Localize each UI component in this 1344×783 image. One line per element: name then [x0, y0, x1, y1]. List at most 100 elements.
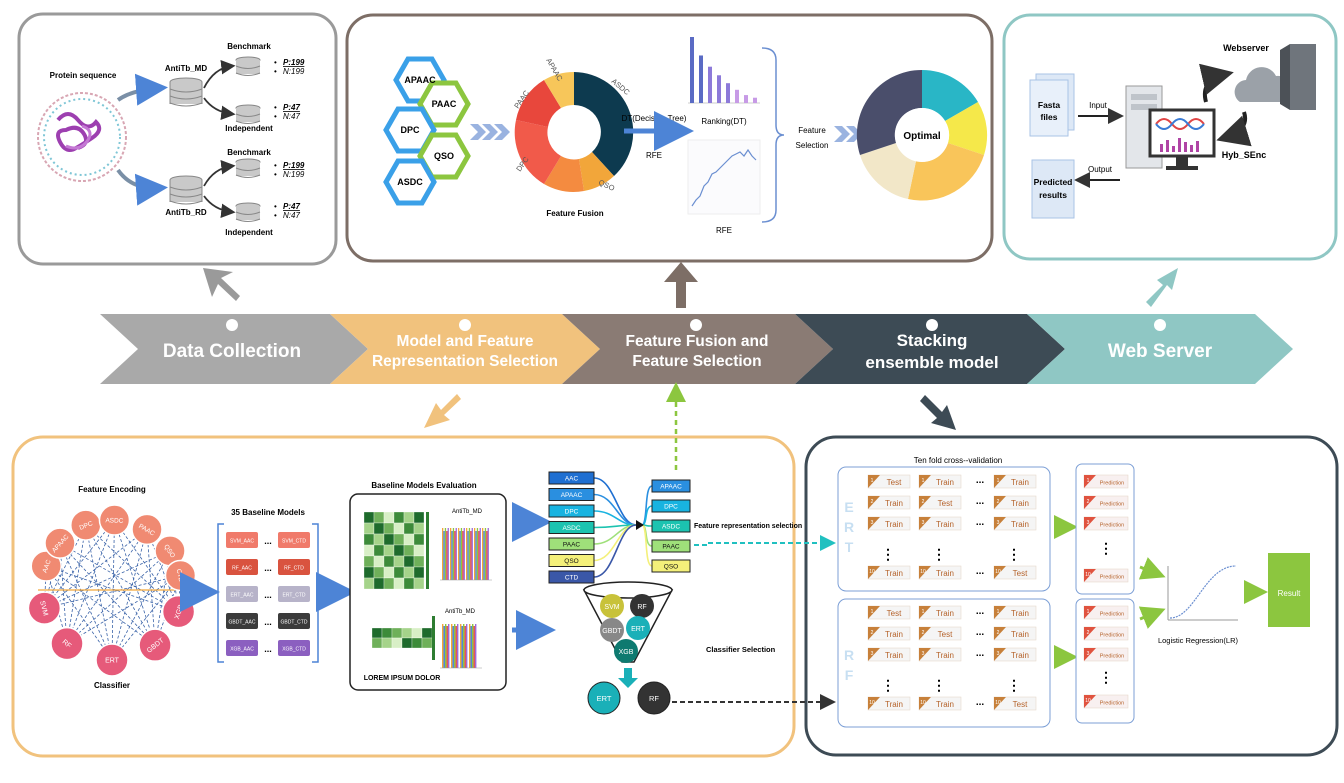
fold-tag-icon	[1084, 496, 1096, 509]
cv-cell-label: Train	[936, 569, 954, 578]
classifier-ball-svm	[600, 594, 624, 618]
bar-mark	[447, 528, 449, 580]
ranking-label: Ranking(DT)	[701, 117, 747, 126]
fold-tag-icon	[994, 627, 1006, 640]
network-edge	[66, 519, 115, 644]
hexagon-dpc	[383, 106, 437, 154]
chart1-title: AntiTb_MD	[452, 509, 483, 515]
feature-box	[651, 539, 691, 553]
network-edge	[46, 565, 179, 613]
bullet: •	[274, 170, 277, 179]
heatmap-cell	[371, 627, 383, 639]
ellipsis: ...	[976, 517, 985, 528]
ellipsis: ...	[264, 617, 272, 627]
predicted-label: results	[1039, 190, 1067, 200]
database-icon	[235, 56, 261, 76]
monitor-icon	[1148, 108, 1216, 158]
feature-box	[548, 471, 595, 485]
fold-number: 2	[871, 499, 874, 505]
dna-icon	[1155, 118, 1205, 130]
branch-arrow	[203, 97, 236, 120]
hexagon-label: QSO	[434, 151, 454, 161]
heatmap-cell	[403, 555, 415, 568]
database-icon	[169, 175, 203, 205]
cv-cell-label: Train	[1011, 651, 1029, 660]
vertical-ellipsis: ⋮	[1007, 546, 1021, 562]
hexagon-label: PAAC	[432, 99, 457, 109]
feature-box-label: PAAC	[662, 544, 680, 551]
cv-cell-label: Train	[885, 651, 903, 660]
prediction-label: Prediction	[1100, 481, 1124, 487]
fold-tag-icon	[919, 697, 931, 710]
bar-mark	[474, 528, 476, 580]
bar-mark	[471, 528, 473, 580]
ranking-bar	[735, 89, 739, 103]
fold-tag-icon	[868, 475, 880, 488]
selected-label: ERT	[597, 694, 612, 703]
bar-mark	[445, 624, 447, 668]
count-n: N:199	[283, 170, 305, 179]
classifier-label: RF	[61, 639, 73, 650]
classifier-label: Classifier	[94, 681, 130, 690]
heatmap-cell	[383, 533, 395, 546]
fold-tag-icon	[868, 627, 880, 640]
heatmap-cell	[373, 511, 385, 524]
protein-ring	[37, 92, 127, 182]
baseline-model-label: ERT_CTD	[283, 593, 306, 599]
fold-number: 1	[997, 478, 1000, 484]
cv-cell-label: Train	[885, 499, 903, 508]
bar-mark	[442, 528, 444, 580]
network-edge	[59, 542, 113, 661]
bar-mark	[464, 626, 466, 668]
prediction-label: Prediction	[1100, 612, 1124, 618]
fold-tag-icon	[994, 475, 1006, 488]
feature-box-label: DPC	[664, 504, 678, 511]
bar-mark	[466, 624, 468, 668]
eval-title: Baseline Models Evaluation	[371, 481, 476, 490]
feature-box-label: QSO	[564, 558, 578, 565]
green-arrow	[1138, 606, 1166, 629]
feature-box	[651, 559, 691, 573]
merge-arrow-icon	[636, 520, 644, 530]
ranking-chart	[688, 37, 760, 104]
model-letter: E	[844, 499, 853, 515]
encoding-node	[98, 504, 131, 536]
feature-box	[548, 488, 595, 501]
heatmap-cell	[383, 544, 395, 557]
baseline-model-label: ERT_AAC	[231, 593, 254, 599]
heatmap-cell	[373, 577, 385, 590]
database-icon	[169, 77, 203, 107]
network-edge	[44, 575, 181, 609]
heatmap-cell	[371, 637, 383, 649]
fold-tag-icon	[919, 648, 931, 661]
banner-label-model-2: Representation Selection	[372, 353, 558, 370]
heatmap-cell	[393, 566, 405, 579]
baseline-model-box	[226, 559, 258, 575]
count-n: N:199	[283, 67, 305, 76]
feature-box-label: CTD	[565, 575, 579, 582]
heatmap-colorbar	[432, 616, 435, 660]
classifier-ball-xgb	[614, 639, 638, 663]
vertical-ellipsis: ⋮	[932, 546, 946, 562]
network-edge	[146, 529, 156, 646]
bar-mark	[460, 624, 462, 668]
count-p: P:199	[283, 161, 305, 170]
heatmap-cell	[363, 533, 375, 546]
feature-box	[548, 570, 595, 584]
banner-data-collection	[100, 314, 368, 384]
monitor-bars-icon	[1160, 138, 1199, 152]
cv-cell-label: Test	[938, 499, 953, 508]
funnel-top	[583, 581, 673, 599]
fold-number: 3	[997, 520, 1000, 526]
network-edge	[85, 524, 156, 646]
heatmap-cell	[413, 533, 425, 546]
ranking-bar	[726, 83, 730, 103]
independent-label: Independent	[225, 124, 273, 133]
green-arrow	[1138, 557, 1166, 580]
feature-box	[651, 499, 691, 513]
selected-ert	[587, 681, 621, 715]
